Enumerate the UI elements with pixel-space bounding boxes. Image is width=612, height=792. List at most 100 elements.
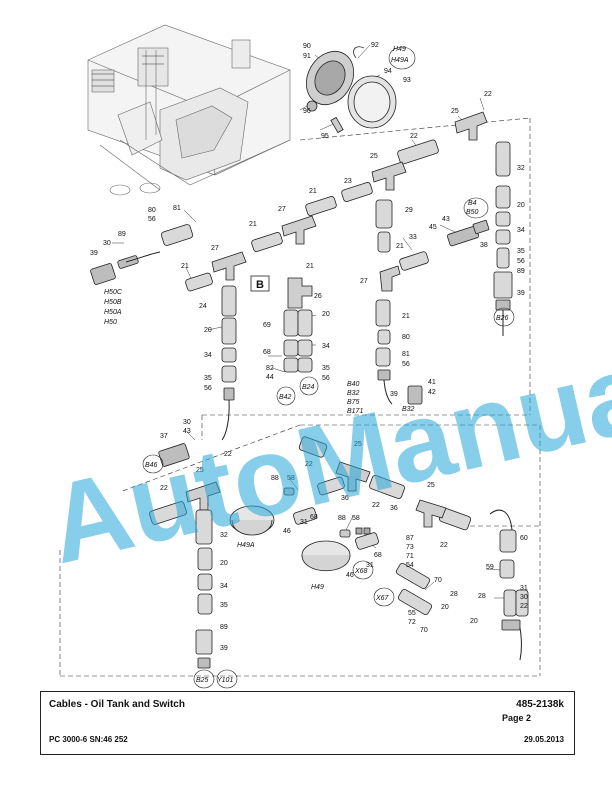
part-number-label: 81 [402,351,410,358]
svg-text:H49A: H49A [391,57,409,64]
part-number-label: 70 [420,627,428,634]
part-number-label: 56 [517,258,525,265]
part-number-label: 87 [406,535,414,542]
lamp-assemblies [229,46,397,572]
part-number-label: 59 [486,564,494,571]
component-designators: H49 H49A B4 B50 B26 B24 B42 B40 B32 B75 … [104,46,509,684]
part-number-label: 22 [484,91,492,98]
part-number-label: 31 [366,562,374,569]
part-number-label: 41 [428,379,436,386]
part-number-label: 20 [470,618,478,625]
svg-text:H50A: H50A [104,309,122,316]
part-number-label: 39 [517,290,525,297]
part-number-label: 30 [520,594,528,601]
svg-text:H49A: H49A [237,542,255,549]
part-number-label: 20 [220,560,228,567]
part-number-label: 68 [263,349,271,356]
svg-text:B26: B26 [496,315,509,322]
part-number-label: 21 [306,263,314,270]
svg-text:B40: B40 [347,381,360,388]
svg-text:B32: B32 [402,406,415,413]
svg-text:B4: B4 [468,200,477,207]
part-number-label: 32 [220,532,228,539]
part-number-label: 34 [204,352,212,359]
machine-model: PC 3000-6 SN:46 252 [49,735,128,744]
part-number-label: 26 [314,293,322,300]
part-number-label: 92 [371,42,379,49]
svg-text:Y101: Y101 [217,677,233,684]
part-number-label: 96 [303,108,311,115]
part-number-label: 21 [181,263,189,270]
part-number-label: 34 [322,343,330,350]
part-number-label: 56 [204,385,212,392]
part-number-label: 30 [103,240,111,247]
part-number-label: 28 [478,593,486,600]
part-number-label: 29 [405,207,413,214]
svg-text:H49: H49 [393,46,406,53]
part-number-label: 35 [322,365,330,372]
assembly-boundary-lines [59,117,541,677]
part-number-label: 68 [374,552,382,559]
part-number-label: 93 [403,77,411,84]
svg-text:B171: B171 [347,408,363,415]
part-number-label: 36 [341,495,349,502]
svg-text:B25: B25 [196,677,209,684]
part-number-label: 39 [390,391,398,398]
part-number-label: 37 [160,433,168,440]
svg-text:B: B [256,279,264,291]
svg-text:B24: B24 [302,384,315,391]
part-number-label: 22 [224,451,232,458]
part-number-label: 20 [517,202,525,209]
part-number-label: 69 [263,322,271,329]
part-number-label: 20 [204,327,212,334]
document-title: Cables - Oil Tank and Switch [49,699,185,710]
part-number-label: 80 [402,334,410,341]
part-number-label: 21 [309,188,317,195]
part-number-label: 81 [173,205,181,212]
part-number-label: 90 [303,43,311,50]
part-number-label: 89 [118,231,126,238]
part-number-label: 27 [211,245,219,252]
part-number-label: 58 [287,475,295,482]
part-number-label: 60 [520,535,528,542]
connector-fittings [90,111,529,669]
title-block-footer: Cables - Oil Tank and Switch 485-2138k P… [40,691,575,755]
document-code: 485-2138k [516,699,564,710]
part-number-label: 70 [434,577,442,584]
part-number-label: 22 [440,542,448,549]
section-box-b: B [250,275,270,292]
part-number-label: 22 [305,461,313,468]
part-number-label: 56 [322,375,330,382]
part-number-label: 89 [220,624,228,631]
part-number-label: 27 [360,278,368,285]
cable-wires [125,251,522,661]
part-number-label: 46 [346,572,354,579]
part-number-label: 31 [300,519,308,526]
machine-isometric-sketch [87,24,291,196]
part-number-label: 58 [352,515,360,522]
part-number-label: 27 [278,206,286,213]
svg-text:B42: B42 [279,394,292,401]
part-number-label: 32 [517,165,525,172]
part-number-label: 39 [220,645,228,652]
part-number-label: 43 [442,216,450,223]
part-number-label: 35 [220,602,228,609]
part-number-label: 36 [390,505,398,512]
part-number-label: 80 [148,207,156,214]
part-number-label: 35 [204,375,212,382]
part-number-label: 56 [148,216,156,223]
part-number-label: 34 [517,227,525,234]
part-number-label: 25 [451,108,459,115]
svg-text:H50B: H50B [104,299,122,306]
part-number-label: 44 [266,374,274,381]
part-number-label: 55 [408,610,416,617]
part-number-label: 22 [520,603,528,610]
svg-text:H50C: H50C [104,289,123,296]
part-number-label: 21 [249,221,257,228]
part-number-label: 24 [199,303,207,310]
part-number-label: 38 [480,242,488,249]
svg-text:B75: B75 [347,399,360,406]
svg-text:H49: H49 [311,584,324,591]
part-number-label: 25 [370,153,378,160]
